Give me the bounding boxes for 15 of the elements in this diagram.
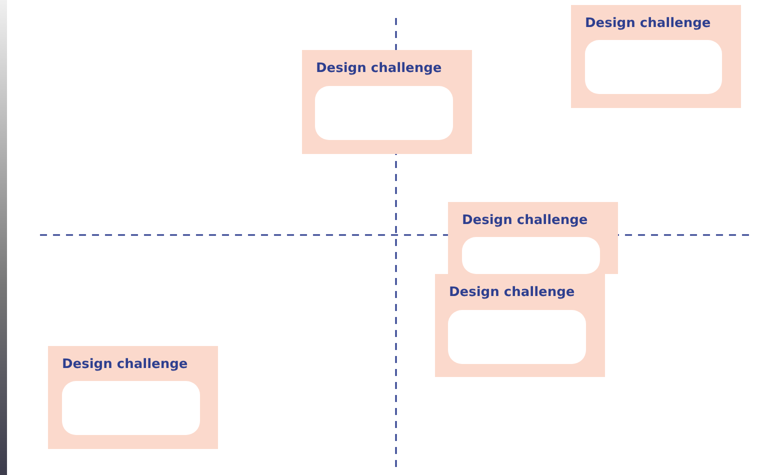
card-heading: Design challenge [316,61,442,76]
challenge-card [571,5,741,108]
challenge-card [48,346,218,449]
challenge-card [302,50,472,154]
card-heading: Design challenge [585,16,711,31]
blank-text-box [585,40,722,94]
challenge-card [435,274,605,377]
blank-text-box [62,381,200,435]
blank-text-box [448,310,586,364]
card-heading: Design challenge [462,213,588,228]
blank-text-box [462,237,600,274]
blank-text-box [315,86,453,140]
card-heading: Design challenge [449,285,575,300]
challenge-card [448,202,618,274]
card-heading: Design challenge [62,357,188,372]
